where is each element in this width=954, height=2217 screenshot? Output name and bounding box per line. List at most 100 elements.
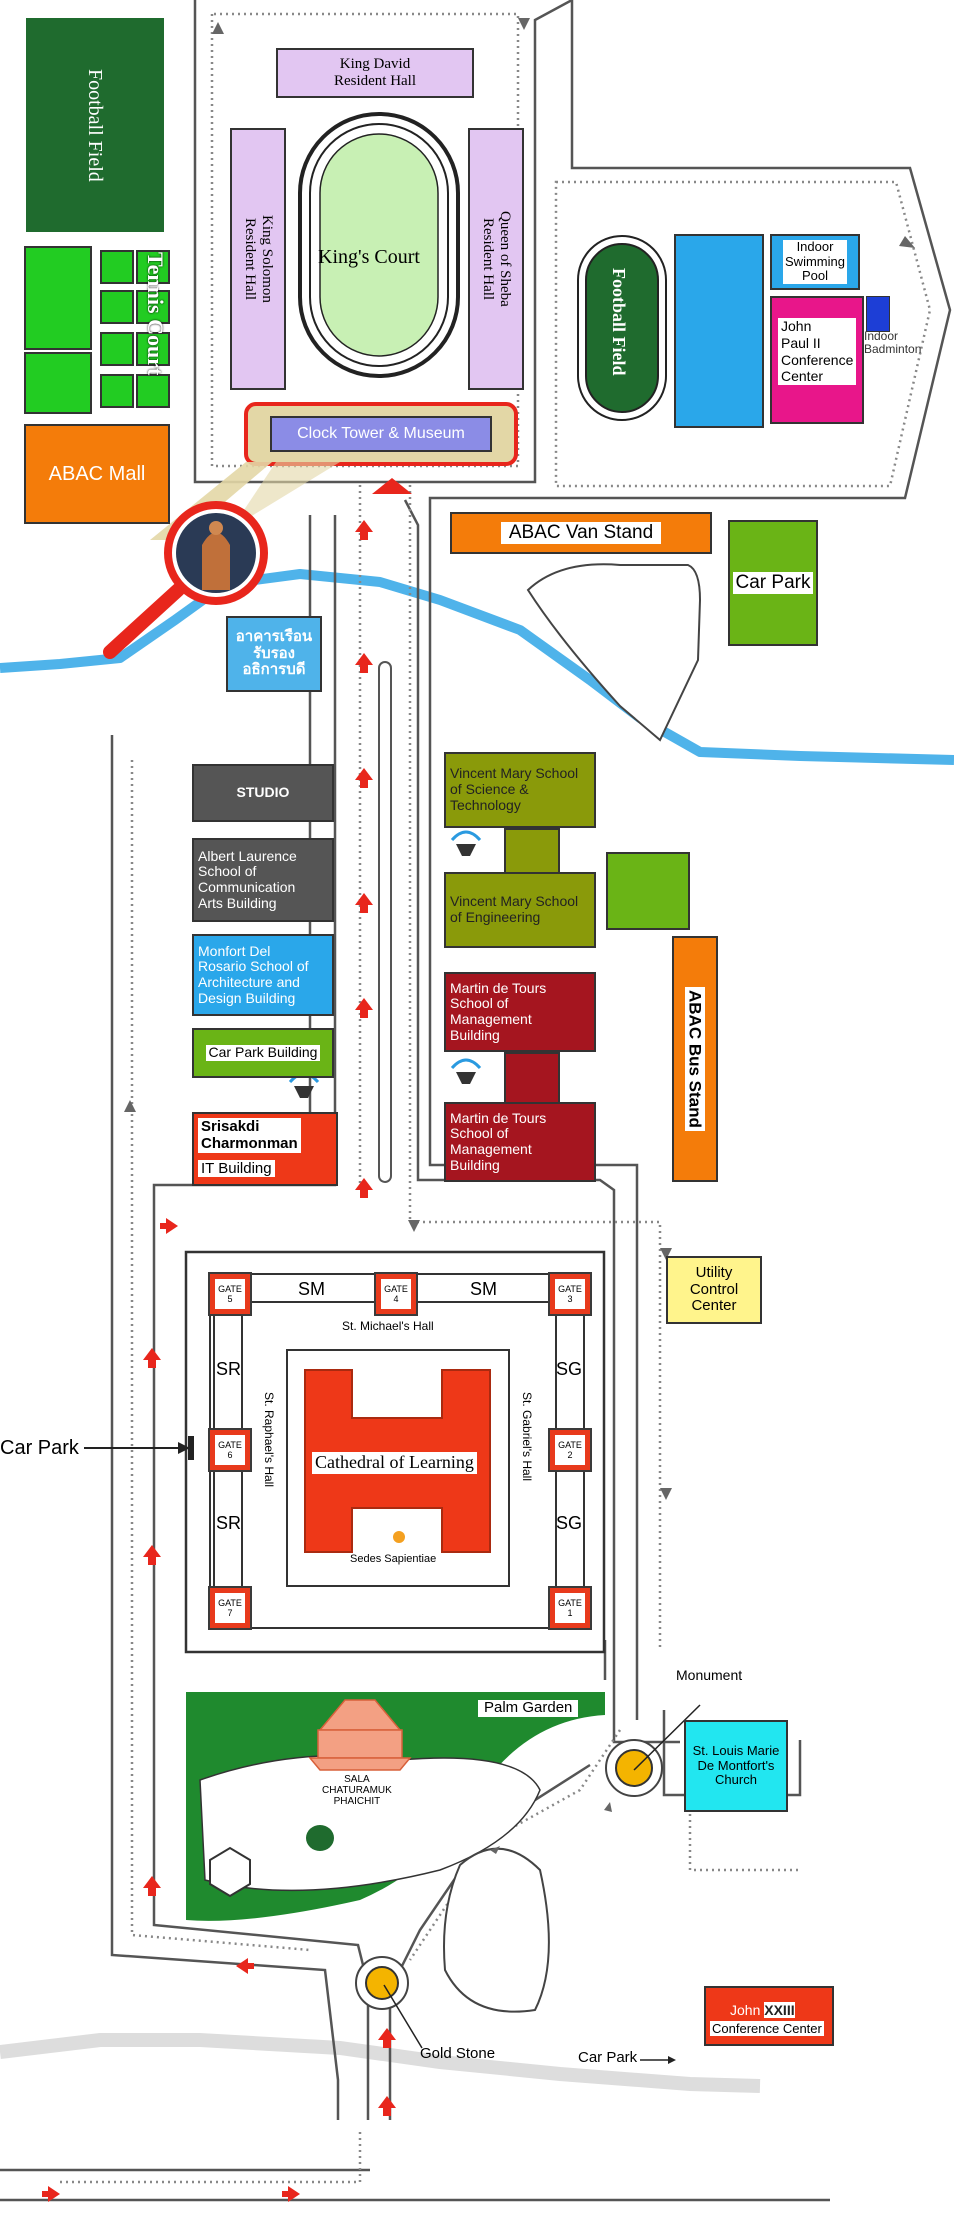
queen-of-sheba-hall[interactable]: Queen of Sheba Resident Hall [468,128,524,390]
gate-2[interactable]: GATE 2 [548,1428,592,1472]
martin-de-tours-2[interactable]: Martin de Tours School of Management Bui… [444,1102,596,1182]
gold-stone-label: Gold Stone [420,2045,496,2062]
john-paul-ii-label: John Paul II Conference Center [778,318,857,386]
blue-sports-hall[interactable] [674,234,764,428]
car-park-building-label: Car Park Building [205,1044,321,1061]
sg-bottom-label: SG [556,1513,583,1533]
car-park-ne[interactable]: Car Park [728,520,818,646]
albert-laurence-label: Albert Laurence School of Communication … [198,847,297,911]
gate-7-label: GATE 7 [215,1593,245,1623]
indoor-swimming-pool[interactable]: Indoor Swimming Pool [770,234,860,290]
gold-stone-circle [365,1966,399,2000]
thai-guest-label: อาคารเรือน รับรอง อธิการบดี [235,627,313,679]
indoor-badminton[interactable] [866,296,890,332]
gate-2-label: GATE 2 [555,1435,585,1465]
john-paul-ii-conference[interactable]: John Paul II Conference Center [770,296,864,424]
kings-court-field [319,133,439,357]
john-xxiii-conference[interactable]: John XXIII Conference Center [704,1986,834,2046]
sedes-dot [393,1531,405,1543]
gate-6[interactable]: GATE 6 [208,1428,252,1472]
car-park-west-label: Car Park [0,1437,79,1459]
st-michael-hall-label: St. Michael's Hall [342,1319,434,1333]
studio-label: STUDIO [236,784,290,801]
abac-bus-stand[interactable]: ABAC Bus Stand [672,936,718,1182]
vms-connector [504,828,560,878]
st-raphael-hall-label: St. Raphael's Hall [262,1392,277,1488]
direction-arrows [42,520,396,2202]
walkway-arrows [124,18,915,1854]
tennis-court-label: Tennis Court [143,252,168,376]
abac-mall[interactable]: ABAC Mall [24,424,170,524]
monfort-del-rosario-building[interactable]: Monfort Del Rosario School of Architectu… [192,934,334,1016]
tennis-court[interactable]: Tennis Court [24,246,170,414]
abac-mall-label: ABAC Mall [48,462,146,485]
outer-grey-road [0,2033,761,2093]
queen-of-sheba-label: Queen of Sheba Resident Hall [480,211,513,307]
football-field-west-label: Football Field [84,68,107,182]
gate-4-label: GATE 4 [381,1279,411,1309]
st-louis-church[interactable]: St. Louis Marie De Montfort's Church [684,1720,788,1812]
clock-tower-label: Clock Tower & Museum [297,425,465,443]
sm-left-label: SM [298,1279,325,1299]
albert-laurence-building[interactable]: Albert Laurence School of Communication … [192,838,334,922]
clock-tower-museum[interactable]: Clock Tower & Museum [270,416,492,452]
lake-north [526,563,702,742]
palm-garden-label: Palm Garden [478,1699,579,1717]
studio[interactable]: STUDIO [192,764,334,822]
car-park-ne-label: Car Park [732,572,814,594]
road-median [378,661,392,1183]
vms-engineering-building[interactable]: Vincent Mary School of Engineering [444,872,596,948]
king-solomon-hall[interactable]: King Solomon Resident Hall [230,128,286,390]
cathedral-label: Cathedral of Learning [312,1452,477,1474]
thai-guest-building[interactable]: อาคารเรือน รับรอง อธิการบดี [226,616,322,692]
st-gabriel-hall-label: St. Gabriel's Hall [520,1392,535,1481]
green-annex[interactable] [606,852,690,930]
sedes-label: Sedes Sapientiae [350,1553,437,1565]
magnifier-handle [103,583,185,659]
monfort-label: Monfort Del Rosario School of Architectu… [198,942,309,1006]
it-building[interactable]: Srisakdi Charmonman IT Building [192,1112,338,1186]
abac-van-stand[interactable]: ABAC Van Stand [450,512,712,554]
gate-3-label: GATE 3 [555,1279,585,1309]
mdt-connector [504,1052,560,1106]
king-david-hall[interactable]: King David Resident Hall [276,48,474,98]
car-park-south-label: Car Park [578,2049,638,2066]
utility-control-center[interactable]: Utility Control Center [666,1256,762,1324]
king-solomon-label: King Solomon Resident Hall [242,215,275,303]
bus-stand-label: ABAC Bus Stand [685,987,705,1131]
kings-court-label: King's Court [318,246,420,268]
sr-bottom-label: SR [216,1513,242,1533]
gate-5[interactable]: GATE 5 [208,1272,252,1316]
gate-3[interactable]: GATE 3 [548,1272,592,1316]
gate-1[interactable]: GATE 1 [548,1586,592,1630]
john-xxiii-label-b: XXIII [764,2002,795,2018]
john-xxiii-label-a: John [730,2002,765,2018]
football-field-east-pitch [585,243,659,413]
football-field-east-label: Football Field [608,268,629,376]
vms-science-building[interactable]: Vincent Mary School of Science & Technol… [444,752,596,828]
lake-south [443,1847,550,2013]
fountain-icon [450,830,482,856]
sm-right-label: SM [470,1279,497,1299]
van-stand-label: ABAC Van Stand [500,522,662,544]
martin-de-tours-1[interactable]: Martin de Tours School of Management Bui… [444,972,596,1052]
john-xxiii-label-c: Conference Center [710,2021,824,2036]
gate-5-label: GATE 5 [215,1279,245,1309]
swimming-pool-label: Indoor Swimming Pool [783,239,847,284]
river [0,569,954,765]
srisakdi-label: Srisakdi Charmonman [198,1118,301,1153]
mdt-2-label: Martin de Tours School of Management Bui… [450,1109,547,1173]
vms-engineering-label: Vincent Mary School of Engineering [450,893,579,925]
mdt-1-label: Martin de Tours School of Management Bui… [450,979,547,1043]
gate-7[interactable]: GATE 7 [208,1586,252,1630]
football-field-west[interactable]: Football Field [26,18,164,232]
monument-label: Monument [676,1667,743,1683]
sr-top-label: SR [216,1359,242,1379]
car-park-building[interactable]: Car Park Building [192,1028,334,1078]
st-louis-label: St. Louis Marie De Montfort's Church [692,1743,780,1788]
sala-shape [308,1699,412,1771]
gate-4[interactable]: GATE 4 [374,1272,418,1316]
vms-science-label: Vincent Mary School of Science & Technol… [450,765,579,813]
utility-label: Utility Control Center [689,1263,739,1315]
